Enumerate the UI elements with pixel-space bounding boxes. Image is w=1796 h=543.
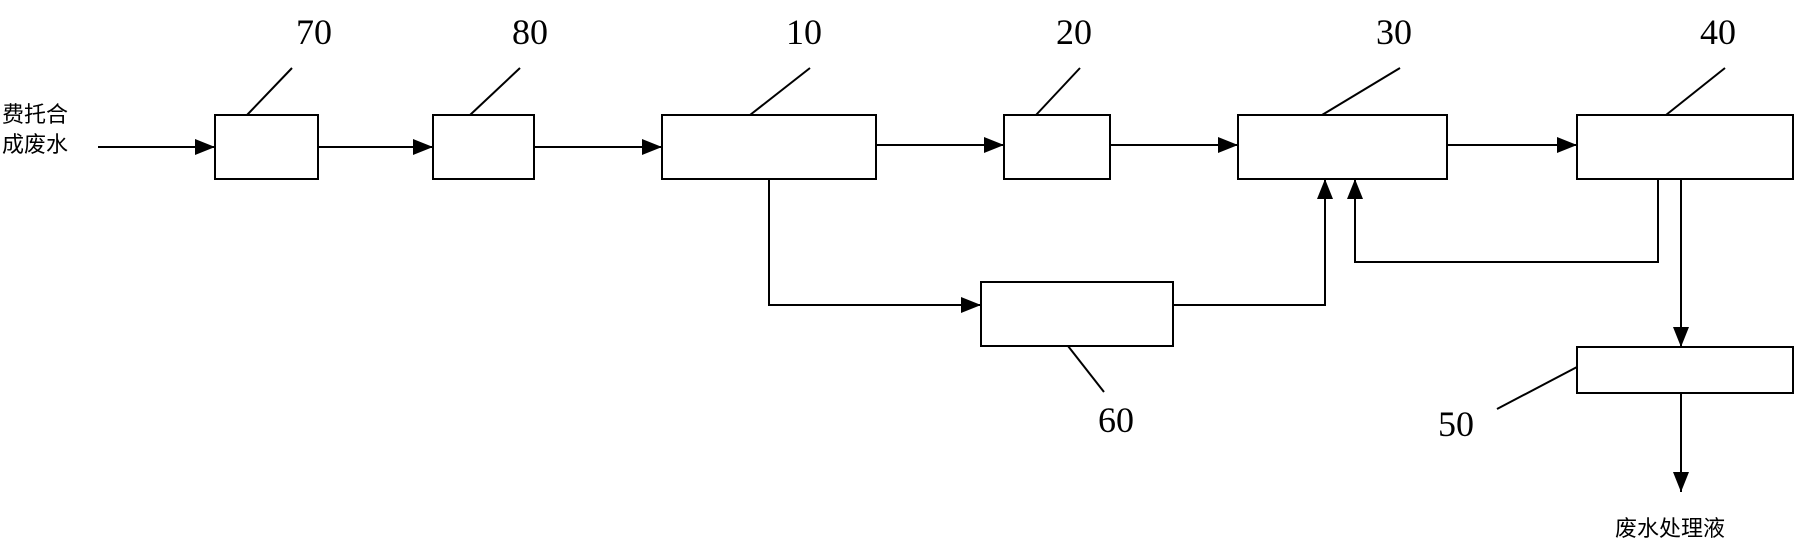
unit-box-20: [1003, 114, 1111, 180]
leader-10: [749, 67, 811, 116]
unit-box-10: [661, 114, 877, 180]
unit-box-50: [1576, 346, 1794, 394]
arrow-40-recycle-to-30: [1347, 179, 1659, 263]
leader-20: [1035, 67, 1081, 116]
label-30: 30: [1376, 12, 1412, 52]
arrow-60-to-30: [1173, 179, 1333, 306]
label-60: 60: [1098, 400, 1134, 440]
leader-60: [1067, 345, 1105, 393]
input-label-line2: 成废水: [2, 133, 68, 158]
label-70: 70: [296, 12, 332, 52]
label-50: 50: [1438, 404, 1474, 444]
unit-box-30: [1237, 114, 1448, 180]
leader-70: [246, 67, 293, 116]
input-label-line1: 费托合: [2, 103, 68, 128]
leader-30: [1321, 67, 1401, 116]
label-80: 80: [512, 12, 548, 52]
unit-box-80: [432, 114, 535, 180]
label-40: 40: [1700, 12, 1736, 52]
unit-box-40: [1576, 114, 1794, 180]
label-20: 20: [1056, 12, 1092, 52]
leader-40: [1665, 67, 1726, 116]
unit-box-70: [214, 114, 319, 180]
leader-80: [469, 67, 521, 116]
label-10: 10: [786, 12, 822, 52]
leader-50: [1496, 366, 1578, 410]
arrow-10-to-60: [768, 179, 981, 313]
unit-box-60: [980, 281, 1174, 347]
output-label: 废水处理液: [1615, 517, 1725, 542]
